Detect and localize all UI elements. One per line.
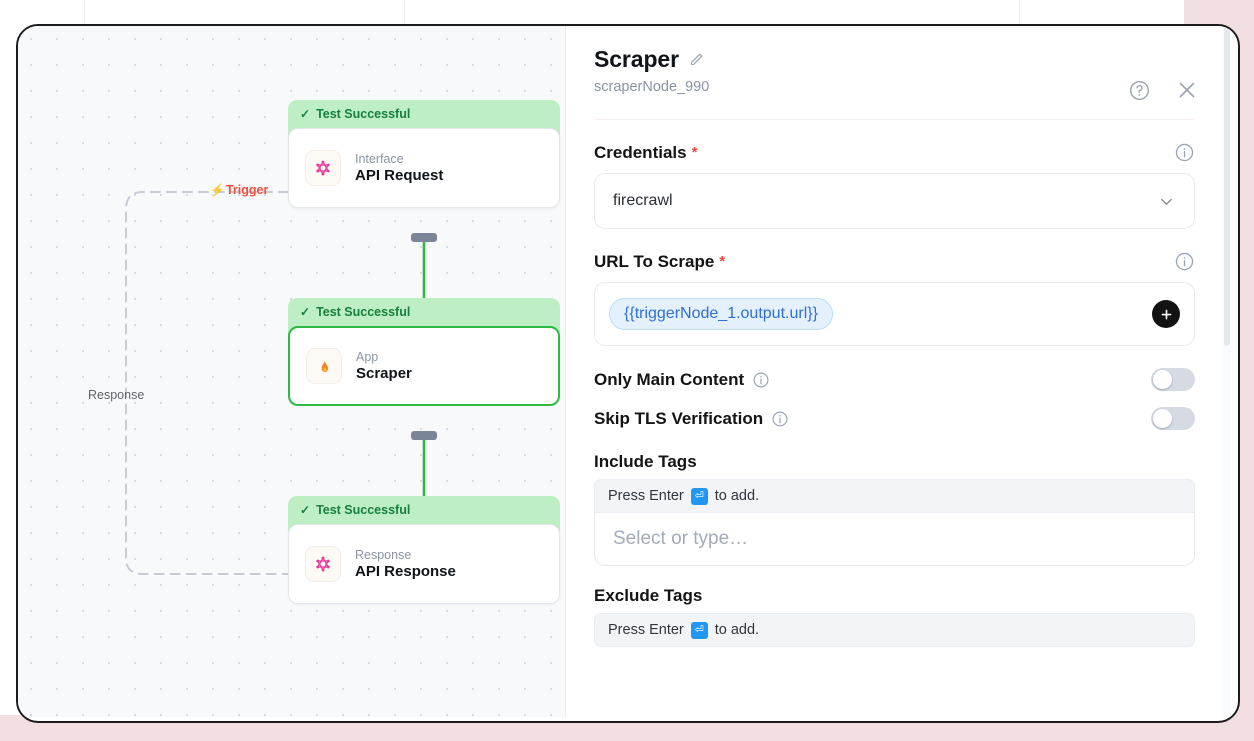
info-icon[interactable] xyxy=(1174,251,1195,272)
node-status-text: Test Successful xyxy=(316,107,411,121)
app-window: ⚡ Trigger Response ✓ Test Successful xyxy=(16,24,1240,723)
node-text-group: Interface API Request xyxy=(355,152,443,184)
panel-scrollbar[interactable] xyxy=(1223,26,1231,717)
toggle-knob xyxy=(1153,370,1172,389)
header-divider xyxy=(594,119,1195,120)
include-tags-hint: Press Enter ⏎ to add. xyxy=(594,479,1195,513)
enter-key-icon: ⏎ xyxy=(690,621,708,639)
hint-text-before: Press Enter xyxy=(608,622,684,638)
credentials-select[interactable]: firecrawl xyxy=(594,173,1195,229)
only-main-content-toggle[interactable] xyxy=(1151,368,1195,391)
node-kind-label: App xyxy=(356,350,379,364)
field-label: Credentials * xyxy=(594,143,697,163)
graphql-icon xyxy=(305,150,341,186)
required-marker: * xyxy=(719,253,726,270)
bolt-icon: ⚡ xyxy=(210,183,225,197)
chevron-down-icon[interactable] xyxy=(1157,192,1176,211)
node-title-label: API Request xyxy=(355,167,444,184)
edge-label-trigger: ⚡ Trigger xyxy=(210,183,268,197)
node-scraper[interactable]: ✓ Test Successful App Scraper xyxy=(288,298,560,406)
required-marker: * xyxy=(691,144,698,161)
check-icon: ✓ xyxy=(300,503,311,517)
field-label: Only Main Content xyxy=(594,370,770,390)
enter-key-icon: ⏎ xyxy=(690,487,708,505)
flame-icon xyxy=(306,348,342,384)
node-title-label: Scraper xyxy=(356,365,412,382)
close-icon[interactable] xyxy=(1175,78,1199,102)
check-icon: ✓ xyxy=(300,107,311,121)
field-label: Skip TLS Verification xyxy=(594,409,789,429)
field-only-main-content: Only Main Content xyxy=(594,368,1195,391)
edge-label-response: Response xyxy=(88,388,145,402)
node-card-body[interactable]: App Scraper xyxy=(288,326,560,406)
skip-tls-toggle[interactable] xyxy=(1151,407,1195,430)
exclude-tags-label: Exclude Tags xyxy=(594,586,703,605)
node-api-response[interactable]: ✓ Test Successful xyxy=(288,496,560,604)
node-text-group: Response API Response xyxy=(355,548,456,580)
node-card-body[interactable]: Response API Response xyxy=(288,524,560,604)
graphql-icon xyxy=(305,546,341,582)
include-tags-input[interactable]: Select or type… xyxy=(594,513,1195,566)
toggle-knob xyxy=(1153,409,1172,428)
credentials-value: firecrawl xyxy=(613,192,673,209)
pencil-icon[interactable] xyxy=(688,51,705,68)
url-label-text: URL To Scrape xyxy=(594,251,715,271)
scrollbar-thumb[interactable] xyxy=(1224,26,1230,346)
node-port-out[interactable] xyxy=(411,431,437,440)
info-icon[interactable] xyxy=(771,410,789,428)
edge-label-trigger-text: Trigger xyxy=(225,183,269,197)
node-id-label: scraperNode_990 xyxy=(594,79,710,95)
include-tags-label: Include Tags xyxy=(594,452,697,471)
node-kind-label: Interface xyxy=(355,152,404,166)
hint-text-after: to add. xyxy=(714,488,760,504)
only-main-content-label-text: Only Main Content xyxy=(594,369,745,389)
panel-header: Scraper scraperNode_990 xyxy=(566,26,1223,100)
node-status-text: Test Successful xyxy=(316,305,411,319)
node-card-body[interactable]: Interface API Request xyxy=(288,128,560,208)
info-icon[interactable] xyxy=(752,371,770,389)
hint-text-before: Press Enter xyxy=(608,488,684,504)
node-text-group: App Scraper xyxy=(356,350,412,382)
field-include-tags: Include Tags Press Enter ⏎ to add. Selec… xyxy=(594,452,1195,566)
node-api-request[interactable]: ✓ Test Successful xyxy=(288,100,560,208)
node-title-label: API Response xyxy=(355,563,456,580)
node-port-out[interactable] xyxy=(411,233,437,242)
page-title: Scraper xyxy=(594,46,679,72)
field-url-to-scrape: URL To Scrape * xyxy=(594,251,1195,346)
node-kind-label: Response xyxy=(355,548,412,562)
info-icon[interactable] xyxy=(1174,142,1195,163)
credentials-label-text: Credentials xyxy=(594,142,687,162)
exclude-tags-hint: Press Enter ⏎ to add. xyxy=(594,613,1195,647)
field-credentials: Credentials * xyxy=(594,142,1195,229)
variable-token[interactable]: {{triggerNode_1.output.url}} xyxy=(609,298,833,330)
skip-tls-label-text: Skip TLS Verification xyxy=(594,408,764,428)
plus-icon[interactable] xyxy=(1152,300,1180,328)
field-label: URL To Scrape * xyxy=(594,252,725,272)
panel-body: Credentials * xyxy=(566,120,1223,647)
url-input[interactable]: {{triggerNode_1.output.url}} xyxy=(594,282,1195,346)
canvas-panel-divider xyxy=(565,26,566,717)
workflow-canvas[interactable]: ⚡ Trigger Response ✓ Test Successful xyxy=(18,26,566,717)
field-skip-tls-verification: Skip TLS Verification xyxy=(594,407,1195,430)
node-settings-panel: Scraper scraperNode_990 xyxy=(566,26,1237,717)
check-icon: ✓ xyxy=(300,305,311,319)
question-circle-icon[interactable] xyxy=(1128,79,1151,102)
node-status-text: Test Successful xyxy=(316,503,411,517)
hint-text-after: to add. xyxy=(714,622,760,638)
field-exclude-tags: Exclude Tags Press Enter ⏎ to add. xyxy=(594,586,1195,647)
